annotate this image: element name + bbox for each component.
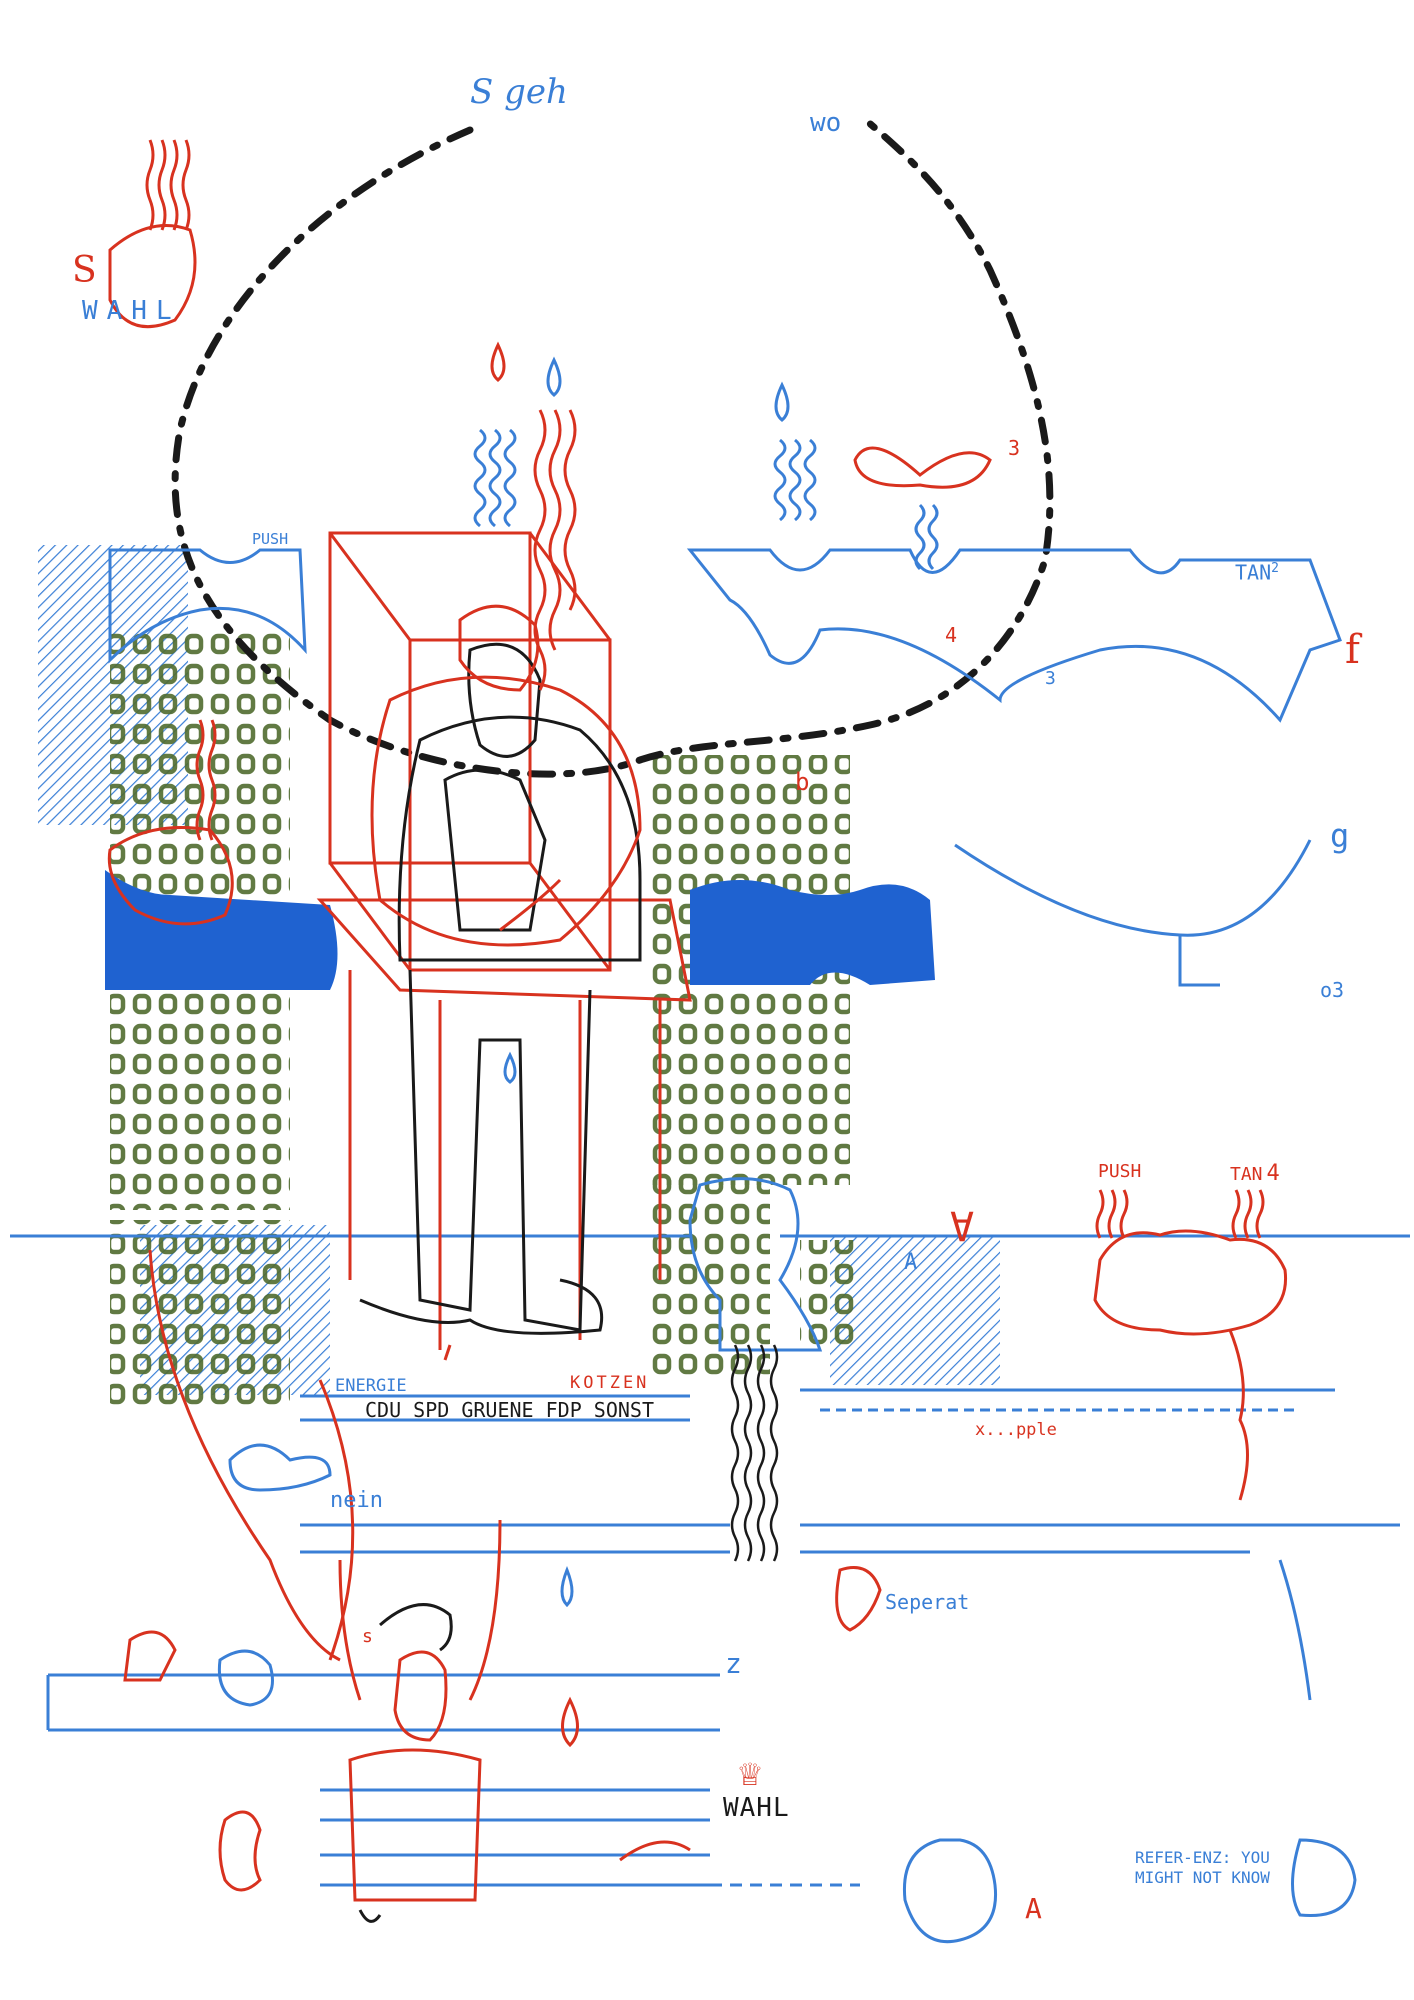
label-b: b bbox=[795, 768, 810, 796]
tan2-sup: 2 bbox=[1271, 561, 1279, 576]
label-energie: ENERGIE bbox=[335, 1376, 407, 1396]
label-z: z bbox=[725, 1647, 742, 1680]
label-3-top: 3 bbox=[1008, 436, 1021, 460]
blue-wing-shapes bbox=[108, 548, 1342, 987]
label-push-right: PUSH bbox=[1098, 1161, 1142, 1182]
red-figure-outline bbox=[370, 604, 642, 947]
label-wahl-top: WAHL bbox=[82, 296, 181, 326]
seated-figure bbox=[359, 642, 642, 1335]
label-a-inverted: A bbox=[950, 1202, 975, 1248]
label-a-bottom: A bbox=[1025, 1892, 1042, 1925]
dashed-loop bbox=[171, 111, 1054, 778]
bow-icon bbox=[853, 446, 992, 489]
label-push-top: PUSH bbox=[252, 530, 289, 548]
crown-icon: ♕ bbox=[738, 1749, 763, 1795]
label-tan2: TAN2 bbox=[1235, 562, 1279, 583]
blue-fill-bands bbox=[105, 870, 935, 990]
blue-objects-bottom bbox=[217, 1443, 1357, 1944]
pear-shape bbox=[688, 1177, 823, 1352]
label-s-wahl: S bbox=[72, 250, 97, 291]
blue-horizontals bbox=[10, 1234, 1410, 1887]
tan4-sup: 4 bbox=[1266, 1161, 1280, 1186]
label-f: f bbox=[1345, 627, 1360, 673]
label-s-geh: S geh bbox=[470, 72, 568, 112]
blue-water-lines bbox=[473, 428, 939, 571]
label-o3: o3 bbox=[1320, 978, 1345, 1002]
label-4: 4 bbox=[945, 623, 958, 647]
label-g: g bbox=[1330, 817, 1350, 855]
red-objects-bottom bbox=[123, 1566, 882, 1892]
label-pple: x...pple bbox=[975, 1420, 1057, 1440]
label-a-mid: A bbox=[904, 1250, 918, 1275]
tan2-text: TAN bbox=[1235, 560, 1272, 585]
lower-figure bbox=[148, 1249, 502, 1902]
red-cube bbox=[316, 531, 692, 1361]
lower-figure-head bbox=[358, 1603, 453, 1923]
label-s-small: s bbox=[362, 1626, 373, 1647]
drops bbox=[490, 341, 790, 1748]
label-3-mid: 3 bbox=[1045, 668, 1056, 689]
red-flames bbox=[145, 139, 1265, 1239]
tan4-text: TAN bbox=[1230, 1164, 1263, 1185]
label-reference-line2: MIGHT NOT KNOW bbox=[1135, 1868, 1270, 1887]
label-wahl-bottom: WAHL bbox=[723, 1793, 790, 1823]
label-seperat: Seperat bbox=[885, 1590, 970, 1614]
label-nein: nein bbox=[330, 1488, 383, 1513]
black-wavy-column bbox=[730, 1344, 779, 1562]
red-heads bbox=[107, 224, 1288, 1501]
label-wo: wo bbox=[810, 108, 842, 138]
label-kotzen: KOTZEN bbox=[570, 1373, 650, 1393]
label-parties: CDU SPD GRUENE FDP SONST bbox=[365, 1398, 654, 1422]
label-reference-line1: REFER-ENZ: YOU bbox=[1135, 1848, 1270, 1867]
